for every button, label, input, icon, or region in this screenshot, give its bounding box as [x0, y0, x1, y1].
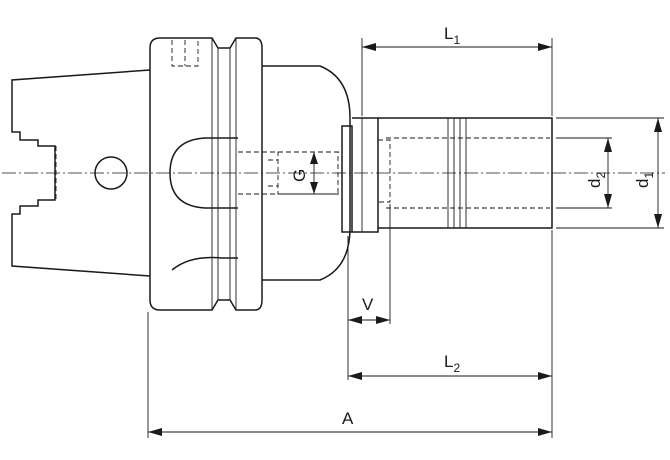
dimension-d1: d1 — [633, 118, 662, 228]
flange — [149, 37, 263, 311]
label-l1: L1 — [444, 24, 460, 47]
label-d1: d1 — [633, 172, 656, 188]
label-l2: L2 — [444, 352, 460, 375]
dimension-a: A — [148, 409, 552, 436]
label-d2: d2 — [585, 172, 608, 188]
thread-bore — [268, 151, 339, 195]
label-g: G — [290, 169, 309, 182]
dimension-d2: d2 — [585, 138, 612, 208]
dimension-g: G — [290, 152, 318, 194]
taper-shank — [11, 69, 151, 277]
cross-hole — [94, 156, 128, 190]
dimension-v: V — [348, 295, 390, 324]
label-a: A — [342, 409, 354, 428]
extension-lines — [147, 38, 664, 438]
label-v: V — [362, 295, 374, 314]
front-nut — [341, 117, 391, 233]
dimension-l1: L1 — [362, 24, 552, 51]
dimension-l2: L2 — [348, 352, 552, 380]
clamped-shank — [378, 117, 553, 229]
